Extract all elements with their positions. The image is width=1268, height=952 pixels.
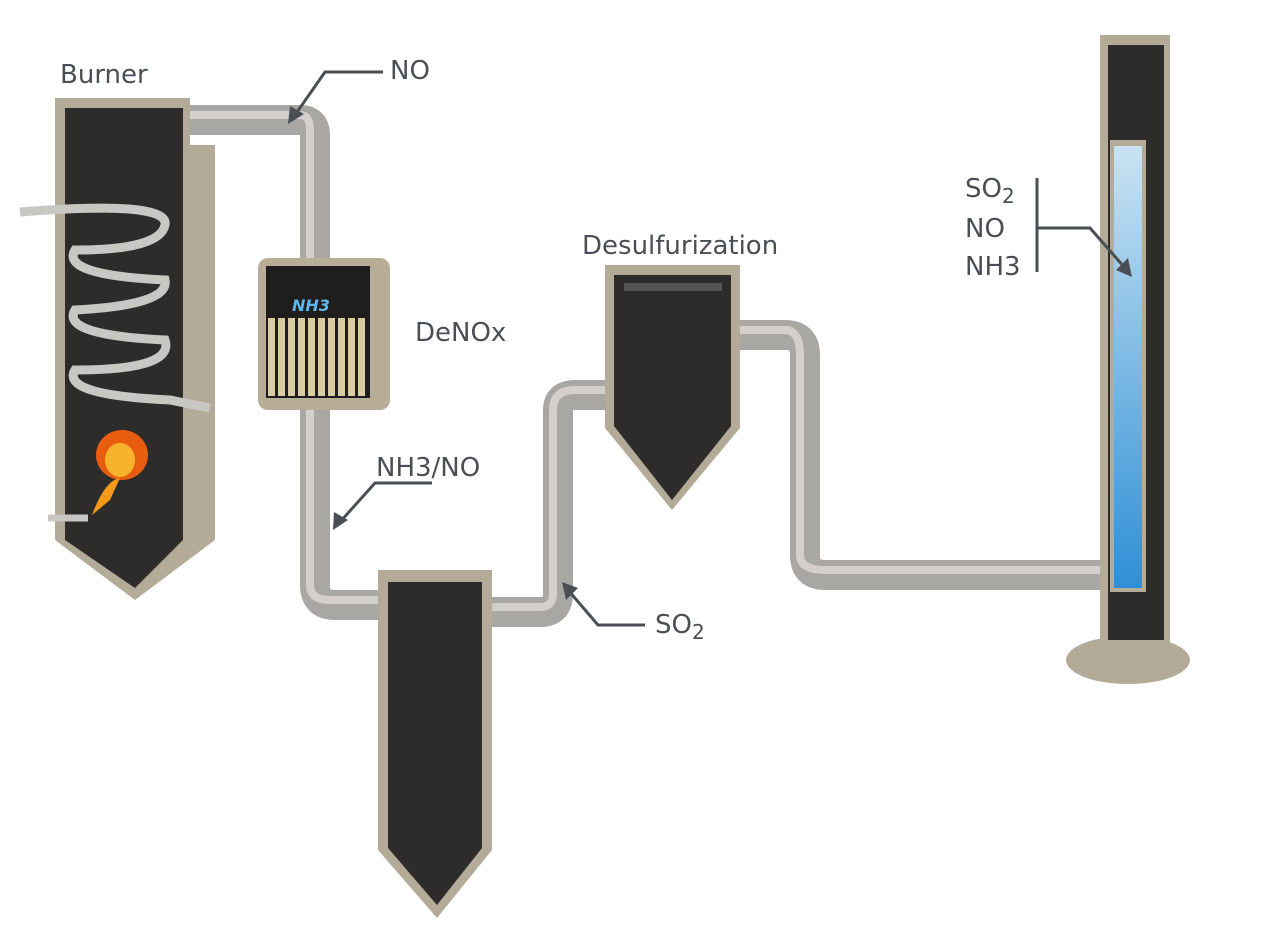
flame-icon xyxy=(92,430,148,515)
so2-text: SO xyxy=(655,610,692,640)
stack-so2-label: SO2 xyxy=(965,176,1015,206)
heating-coil xyxy=(19,203,211,413)
stack xyxy=(1066,35,1190,684)
no-label: NO xyxy=(390,56,430,86)
nh3-catalyst-label: NH3 xyxy=(292,296,330,315)
so2-text: SO xyxy=(965,174,1002,204)
desulfurization-label: Desulfurization xyxy=(582,231,779,261)
collector-vessel xyxy=(378,570,492,918)
so2-subscript: 2 xyxy=(691,620,705,644)
pipe-collector-to-desulf xyxy=(485,380,615,627)
denox-label: DeNOx xyxy=(415,318,507,348)
burner-vessel xyxy=(19,98,215,600)
arrows xyxy=(293,70,1127,627)
nh3-no-label: NH3/NO xyxy=(376,453,481,483)
desulfurization-vessel xyxy=(605,265,740,510)
stack-no-label: NO xyxy=(965,214,1005,244)
burner-label: Burner xyxy=(60,60,148,90)
stack-nh3-label: NH3 xyxy=(965,252,1021,282)
so2-subscript: 2 xyxy=(1001,184,1015,208)
so2-label: SO2 xyxy=(655,612,705,642)
denox-unit xyxy=(258,258,390,410)
pipe-desulf-to-stack xyxy=(735,320,1105,590)
